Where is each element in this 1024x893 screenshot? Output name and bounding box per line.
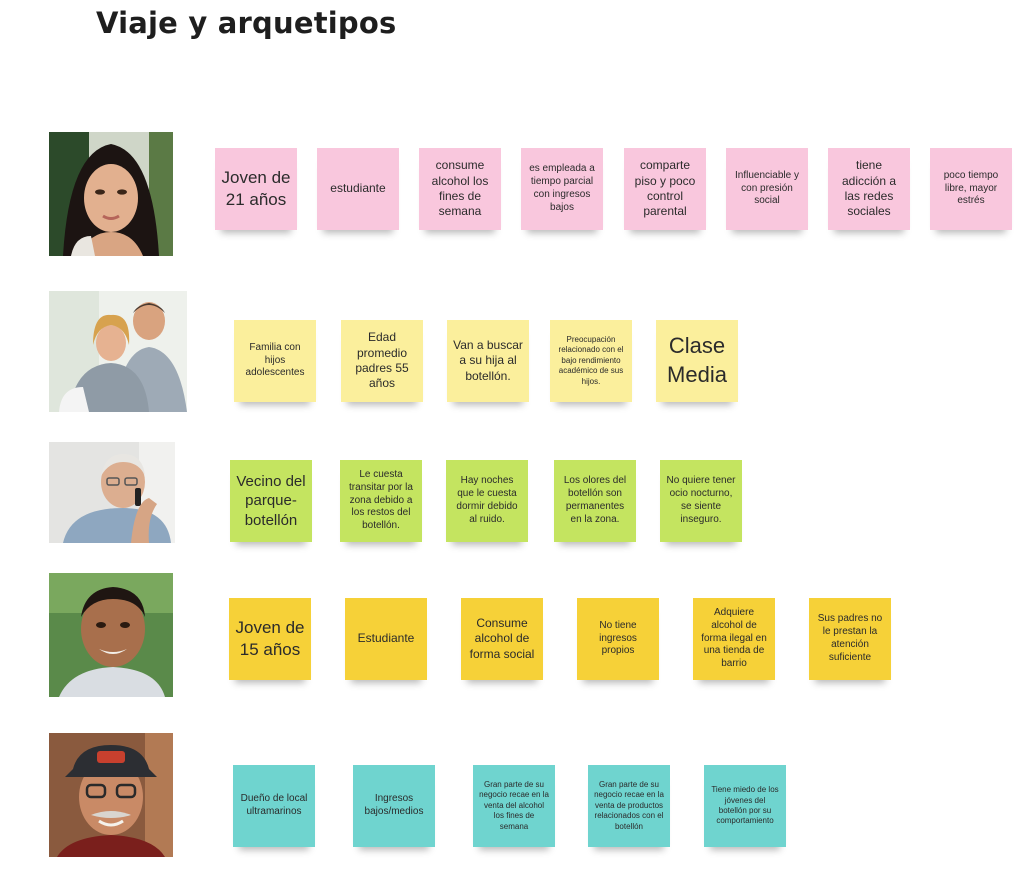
note-young-woman-age[interactable]: Joven de 21 años (215, 148, 297, 230)
note-owner-identity[interactable]: Dueño de local ultramarinos (233, 765, 315, 847)
note-parents-class[interactable]: Clase Media (656, 320, 738, 402)
shop-owner-portrait-icon (49, 733, 173, 857)
note-teen-purchase[interactable]: Adquiere alcohol de forma ilegal en una … (693, 598, 775, 680)
persona-photo-elderly-neighbor[interactable] (49, 442, 175, 543)
parents-portrait-icon (49, 291, 187, 412)
note-young-woman-alcohol[interactable]: consume alcohol los fines de semana (419, 148, 501, 230)
note-teen-alcohol[interactable]: Consume alcohol de forma social (461, 598, 543, 680)
note-young-woman-occupation[interactable]: estudiante (317, 148, 399, 230)
note-parents-concern[interactable]: Preocupación relacionado con el bajo ren… (550, 320, 632, 402)
persona-photo-teen-boy[interactable] (49, 573, 173, 697)
note-neighbor-transit[interactable]: Le cuesta transitar por la zona debido a… (340, 460, 422, 542)
note-neighbor-identity[interactable]: Vecino del parque-botellón (230, 460, 312, 542)
note-parents-family[interactable]: Familia con hijos adolescentes (234, 320, 316, 402)
elderly-neighbor-portrait-icon (49, 442, 175, 543)
note-teen-income[interactable]: No tiene ingresos propios (577, 598, 659, 680)
note-teen-parents[interactable]: Sus padres no le prestan la atención suf… (809, 598, 891, 680)
note-owner-products[interactable]: Gran parte de su negocio recae en la ven… (588, 765, 670, 847)
note-young-woman-housing[interactable]: comparte piso y poco control parental (624, 148, 706, 230)
note-parents-pickup[interactable]: Van a buscar a su hija al botellón. (447, 320, 529, 402)
note-teen-age[interactable]: Joven de 15 años (229, 598, 311, 680)
board-title: Viaje y arquetipos (96, 6, 397, 40)
note-young-woman-job[interactable]: es empleada a tiempo parcial con ingreso… (521, 148, 603, 230)
note-neighbor-insecure[interactable]: No quiere tener ocio nocturno, se siente… (660, 460, 742, 542)
note-young-woman-influence[interactable]: Influenciable y con presión social (726, 148, 808, 230)
persona-photo-parents[interactable] (49, 291, 187, 412)
note-owner-income[interactable]: Ingresos bajos/medios (353, 765, 435, 847)
note-owner-fear[interactable]: Tiene miedo de los jóvenes del botellón … (704, 765, 786, 847)
note-neighbor-smells[interactable]: Los olores del botellón son permanentes … (554, 460, 636, 542)
note-teen-occupation[interactable]: Estudiante (345, 598, 427, 680)
note-parents-age[interactable]: Edad promedio padres 55 años (341, 320, 423, 402)
persona-photo-shop-owner[interactable] (49, 733, 173, 857)
note-neighbor-noise[interactable]: Hay noches que le cuesta dormir debido a… (446, 460, 528, 542)
note-young-woman-stress[interactable]: poco tiempo libre, mayor estrés (930, 148, 1012, 230)
teen-boy-portrait-icon (49, 573, 173, 697)
young-woman-portrait-icon (49, 132, 173, 256)
note-owner-alcohol-sales[interactable]: Gran parte de su negocio recae en la ven… (473, 765, 555, 847)
persona-photo-young-woman[interactable] (49, 132, 173, 256)
note-young-woman-social-media[interactable]: tiene adicción a las redes sociales (828, 148, 910, 230)
